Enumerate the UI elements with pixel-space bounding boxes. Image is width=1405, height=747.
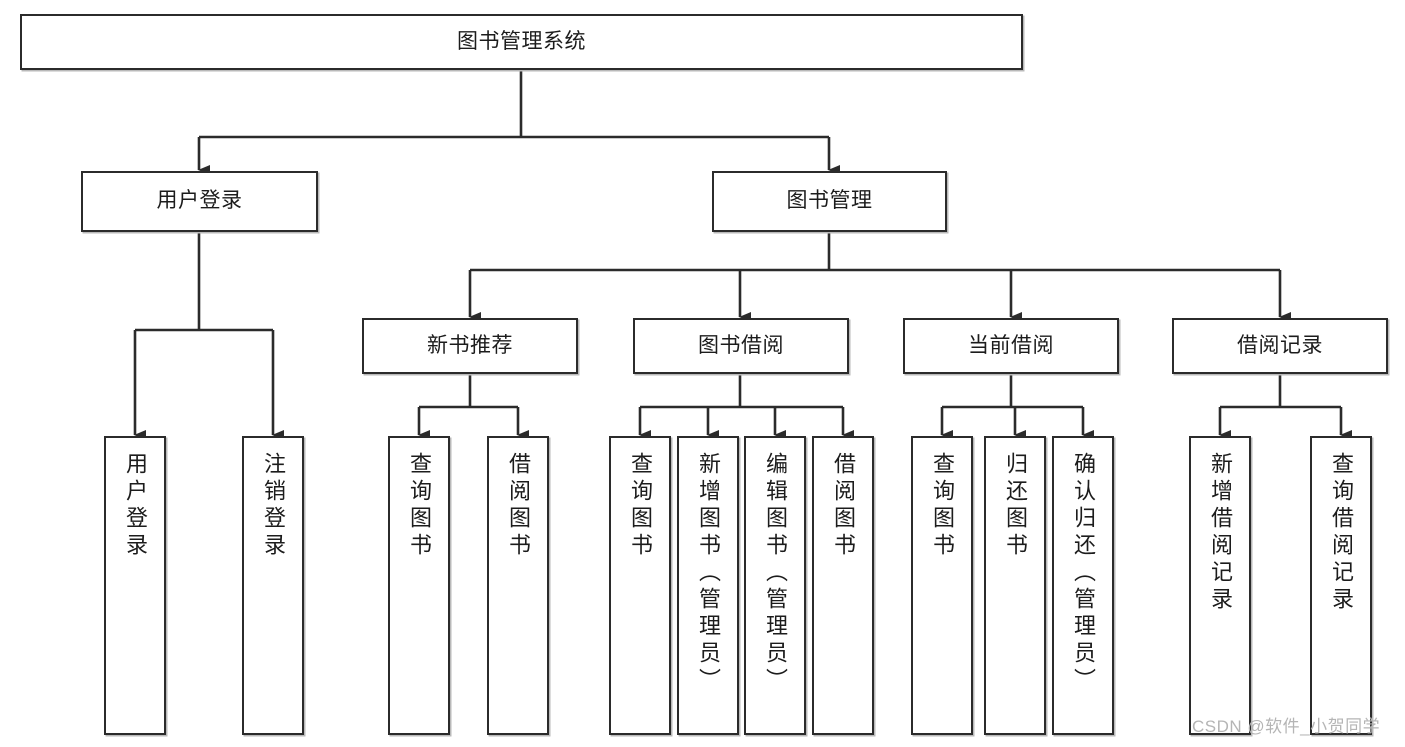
node-leaf-query-book-2-label: 查询图书 [628, 452, 653, 560]
node-borrow-record-label: 借阅记录 [1237, 333, 1323, 357]
node-new-book-recommend[interactable]: 新书推荐 [362, 318, 578, 374]
node-leaf-query-book-1-label: 查询图书 [407, 452, 432, 560]
node-leaf-user-logout[interactable]: 注销登录 [242, 436, 304, 735]
node-book-borrow[interactable]: 图书借阅 [633, 318, 849, 374]
node-leaf-query-book-3[interactable]: 查询图书 [911, 436, 973, 735]
node-leaf-confirm-return-label: 确认归还（管理员） [1071, 452, 1096, 695]
node-leaf-return-book-label: 归还图书 [1003, 452, 1028, 560]
node-current-borrow-label: 当前借阅 [968, 333, 1054, 357]
node-leaf-query-book-2[interactable]: 查询图书 [609, 436, 671, 735]
node-leaf-borrow-book-1[interactable]: 借阅图书 [487, 436, 549, 735]
node-leaf-add-record-label: 新增借阅记录 [1208, 452, 1233, 614]
node-leaf-confirm-return[interactable]: 确认归还（管理员） [1052, 436, 1114, 735]
node-root-label: 图书管理系统 [457, 29, 586, 53]
node-leaf-return-book[interactable]: 归还图书 [984, 436, 1046, 735]
node-book-manage[interactable]: 图书管理 [712, 171, 947, 232]
edges [133, 70, 1352, 440]
node-book-manage-label: 图书管理 [786, 189, 873, 213]
node-borrow-record[interactable]: 借阅记录 [1172, 318, 1388, 374]
node-leaf-query-record[interactable]: 查询借阅记录 [1310, 436, 1372, 735]
node-leaf-borrow-book-2-label: 借阅图书 [831, 452, 856, 560]
node-leaf-borrow-book-1-label: 借阅图书 [506, 452, 531, 560]
node-leaf-add-book-label: 新增图书（管理员） [696, 452, 721, 695]
node-leaf-query-book-1[interactable]: 查询图书 [388, 436, 450, 735]
node-current-borrow[interactable]: 当前借阅 [903, 318, 1119, 374]
node-book-borrow-label: 图书借阅 [698, 333, 784, 357]
node-leaf-query-book-3-label: 查询图书 [930, 452, 955, 560]
node-leaf-borrow-book-2[interactable]: 借阅图书 [812, 436, 874, 735]
node-leaf-user-logout-label: 注销登录 [261, 452, 286, 560]
node-leaf-edit-book[interactable]: 编辑图书（管理员） [744, 436, 806, 735]
node-user-login-label: 用户登录 [156, 189, 243, 213]
node-leaf-query-record-label: 查询借阅记录 [1329, 452, 1354, 614]
node-leaf-edit-book-label: 编辑图书（管理员） [763, 452, 788, 695]
node-leaf-user-login-label: 用户登录 [123, 452, 148, 560]
node-root[interactable]: 图书管理系统 [20, 14, 1023, 70]
node-leaf-add-book[interactable]: 新增图书（管理员） [677, 436, 739, 735]
node-user-login[interactable]: 用户登录 [81, 171, 318, 232]
node-new-book-recommend-label: 新书推荐 [427, 333, 513, 357]
node-leaf-user-login[interactable]: 用户登录 [104, 436, 166, 735]
node-leaf-add-record[interactable]: 新增借阅记录 [1189, 436, 1251, 735]
